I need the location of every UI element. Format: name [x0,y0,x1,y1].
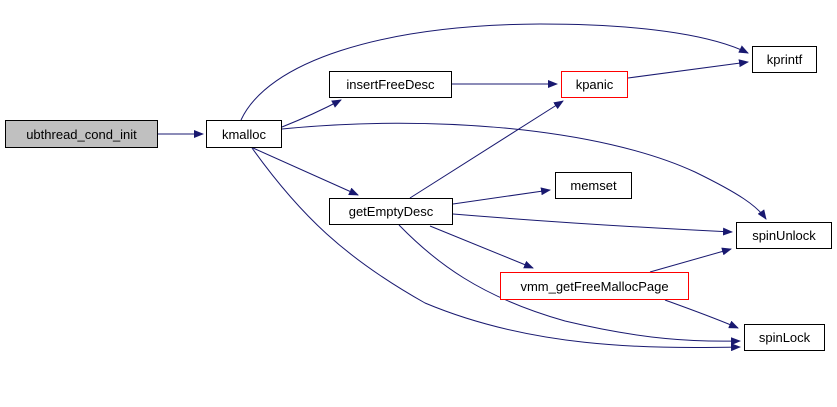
node-label: kmalloc [221,126,267,142]
node-memset[interactable]: memset [555,172,632,199]
node-label: memset [570,178,617,193]
node-spinUnlock[interactable]: spinUnlock [736,222,832,249]
node-kmalloc[interactable]: kmalloc [206,120,282,148]
edge-kmalloc-to-getEmptyDesc [252,147,359,196]
edge-kmalloc-to-spinLock [251,147,741,352]
node-label: kpanic [575,77,614,92]
node-label: spinUnlock [752,228,816,243]
node-vmm_getFreeMallocPage[interactable]: vmm_getFreeMallocPage [500,272,689,300]
node-label: ubthread_cond_init [26,126,137,142]
edge-getEmptyDesc-to-spinUnlock [452,213,733,236]
edge-getEmptyDesc-to-kpanic [409,100,564,199]
edge-kmalloc-to-spinUnlock [281,122,767,220]
edge-vmm_getFreeMallocPage-to-spinUnlock [649,247,732,273]
edge-group [158,23,767,352]
node-label: vmm_getFreeMallocPage [520,278,669,294]
node-label: insertFreeDesc [346,77,435,92]
node-getEmptyDesc[interactable]: getEmptyDesc [329,198,453,225]
edge-getEmptyDesc-to-spinLock [398,224,741,346]
node-insertFreeDesc[interactable]: insertFreeDesc [329,71,452,98]
edge-getEmptyDesc-to-memset [452,187,551,205]
edge-getEmptyDesc-to-vmm_getFreeMallocPage [429,225,534,269]
node-label: getEmptyDesc [348,204,434,219]
node-kpanic[interactable]: kpanic [561,71,628,98]
edge-vmm_getFreeMallocPage-to-spinLock [664,299,739,329]
node-label: kprintf [766,52,803,67]
edge-kmalloc-to-kprintf [240,23,749,121]
edge-kpanic-to-kprintf [627,59,749,79]
node-kprintf[interactable]: kprintf [752,46,817,73]
node-label: spinLock [758,330,811,345]
node-ubthread_cond_init: ubthread_cond_init [5,120,158,148]
edge-kmalloc-to-insertFreeDesc [281,99,342,128]
node-spinLock[interactable]: spinLock [744,324,825,351]
